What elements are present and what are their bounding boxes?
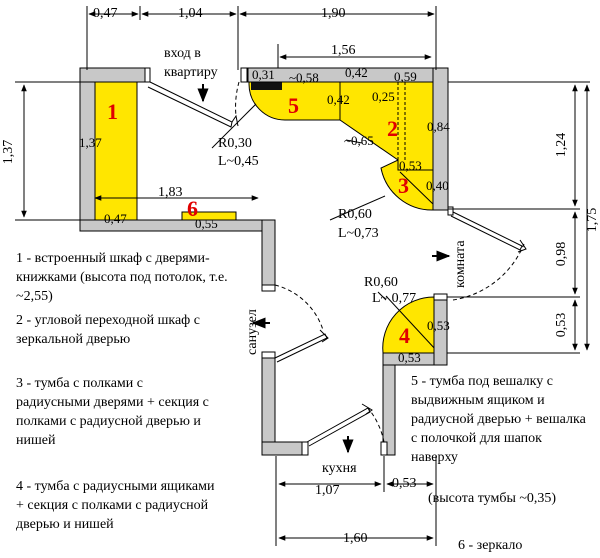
cabinet-5 (248, 81, 341, 121)
dim-right-175: 1,75 (585, 208, 600, 233)
shelf-block (251, 82, 282, 90)
inner-040: 0,40 (426, 178, 449, 193)
inner-183: 1,83 (158, 185, 183, 200)
label-kitchen: кухня (322, 461, 357, 476)
number-6: 6 (187, 196, 198, 221)
dim-top-104: 1,04 (178, 6, 203, 21)
door-jambs (144, 67, 454, 456)
doors (147, 81, 527, 447)
label-entrance-line1: вход в (164, 46, 201, 61)
divider-line (385, 295, 437, 351)
dim-right-053: 0,53 (554, 313, 569, 338)
label-r060a: R0,60 (338, 207, 372, 222)
dim-bottom-053: 0,53 (392, 476, 417, 491)
dim-top-047: 0,47 (93, 6, 118, 21)
legend-item-4: 4 - тумба с радиусными ящиками + секция … (16, 479, 215, 532)
label-l073: L~0,73 (338, 226, 379, 241)
dim-right-124: 1,24 (554, 133, 569, 158)
label-l045: L~0,45 (218, 154, 259, 169)
dim-bottom-160: 1,60 (343, 531, 368, 546)
inner-055: 0,55 (195, 216, 218, 231)
label-l077: L~ 0,77 (372, 291, 416, 306)
label-entrance-line2: квартиру (164, 65, 218, 80)
inner-137: 1,37 (79, 135, 102, 150)
inner-053c: 0,53 (398, 350, 421, 365)
label-room: комната (453, 240, 468, 288)
label-r060b: R0,60 (364, 275, 398, 290)
legend-item-3: 3 - тумба с полками с радиусными дверями… (16, 376, 209, 448)
inner-025: 0,25 (372, 89, 395, 104)
inner-042a: 0,42 (345, 65, 368, 80)
number-4: 4 (399, 323, 410, 348)
legend-item-5: 5 - тумба под вешалку с выдвижным ящиком… (411, 374, 586, 465)
inner-053b: 0,53 (427, 318, 450, 333)
inner-042b: 0,42 (327, 92, 350, 107)
label-bathroom: санузел (245, 309, 260, 355)
number-1: 1 (107, 99, 118, 124)
legend-item-2: 2 - угловой переходной шкаф с зеркальной… (16, 313, 200, 347)
inner-053a: 0,53 (399, 158, 422, 173)
dim-right-098: 0,98 (554, 242, 569, 267)
direction-arrows (197, 84, 451, 454)
legend-item-5-note: (высота тумбы ~0,35) (428, 491, 557, 506)
number-5: 5 (288, 93, 299, 118)
inner-058: ~0,58 (289, 70, 319, 85)
inner-047: 0,47 (104, 211, 127, 226)
inner-059: 0,59 (394, 69, 417, 84)
label-r030: R0,30 (218, 136, 252, 151)
dim-bottom-107: 1,07 (315, 483, 340, 498)
legend-item-1: 1 - встроенный шкаф с дверями-книжками (… (16, 251, 228, 304)
number-3: 3 (398, 173, 409, 198)
inner-065: ~0,65 (344, 133, 374, 148)
number-2: 2 (387, 116, 398, 141)
dim-left-137: 1,37 (1, 140, 16, 165)
dimension-lines (15, 6, 590, 546)
divider-line (399, 171, 434, 205)
dim-156: 1,56 (331, 43, 356, 58)
dim-top-190: 1,90 (321, 6, 346, 21)
cabinet-4 (382, 296, 435, 354)
inner-031: 0,31 (252, 67, 275, 82)
legend-item-6: 6 - зеркало (458, 538, 523, 553)
inner-084: 0,84 (427, 119, 450, 134)
